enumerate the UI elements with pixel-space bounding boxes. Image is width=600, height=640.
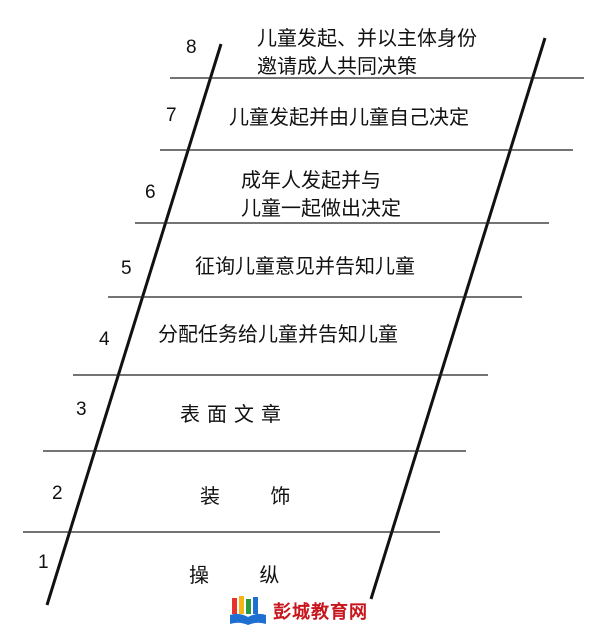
left-rail (45, 43, 223, 606)
rung-number-4: 4 (99, 329, 110, 350)
rung-label-line: 装 饰 (200, 484, 313, 508)
book-logo-yellow (239, 596, 244, 614)
rung-label-line: 儿童一起做出决定 (241, 196, 401, 220)
rung-number-2: 2 (52, 483, 63, 504)
rung-label-3: 表面文章 (180, 400, 288, 428)
rung-number-3: 3 (76, 399, 87, 420)
watermark-brand: 彭城教育网 (273, 602, 368, 623)
rung-label-6: 成年人发起并与儿童一起做出决定 (241, 166, 401, 222)
book-logo-pages (230, 613, 266, 625)
ladder-rungs (23, 77, 584, 533)
rung-label-2: 装 饰 (200, 482, 312, 510)
right-rail (369, 37, 547, 600)
rung-number-6: 6 (145, 182, 156, 203)
rung-label-line: 邀请成人共同决策 (257, 54, 417, 78)
rung-number-5: 5 (121, 258, 132, 279)
rung-label-line: 分配任务给儿童并告知儿童 (158, 322, 398, 346)
rung-label-line: 操 纵 (189, 563, 302, 587)
rung-label-7: 儿童发起并由儿童自己决定 (229, 103, 469, 131)
rung-label-line: 成年人发起并与 (241, 168, 381, 192)
rung-label-4: 分配任务给儿童并告知儿童 (158, 320, 398, 348)
book-logo-red (232, 598, 237, 614)
rung-number-1: 1 (38, 552, 49, 573)
book-logo-blue (253, 597, 258, 614)
rung-number-7: 7 (166, 105, 177, 126)
ladder-rails (45, 37, 547, 606)
rung-label-line: 儿童发起并由儿童自己决定 (229, 105, 469, 129)
book-logo-icon (230, 596, 266, 625)
rung-number-8: 8 (186, 37, 197, 58)
rung-label-5: 征询儿童意见并告知儿童 (195, 252, 415, 280)
rung-label-line: 征询儿童意见并告知儿童 (195, 254, 415, 278)
watermark: 彭城教育网 (229, 596, 368, 626)
rung-label-8: 儿童发起、并以主体身份邀请成人共同决策 (257, 24, 477, 80)
rung-label-1: 操 纵 (189, 561, 301, 589)
book-logo-green (246, 599, 251, 614)
rung-label-line: 表面文章 (180, 402, 288, 426)
rung-label-line: 儿童发起、并以主体身份 (257, 26, 477, 50)
